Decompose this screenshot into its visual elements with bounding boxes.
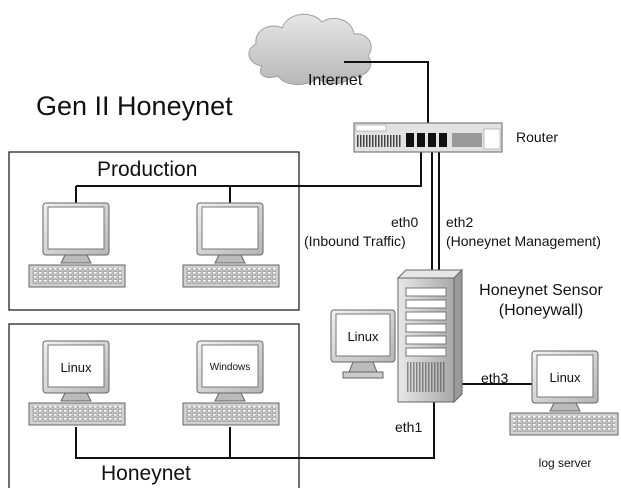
production-box: [8, 151, 300, 311]
honeypot-windows-screen-label: Windows: [209, 362, 251, 373]
management-linux-screen-label: Linux: [347, 329, 379, 344]
internet-cloud-icon: [248, 13, 372, 85]
sensor-label-line1: Honeynet Sensor: [479, 282, 603, 299]
log-server-screen-label: Linux: [549, 370, 581, 385]
eth3-label: eth3: [481, 370, 509, 386]
honeypot-windows-workstation-icon: [182, 340, 280, 426]
eth0-description: (Inbound Traffic): [304, 233, 406, 249]
network-links: [75, 61, 545, 459]
log-server-workstation-icon: [509, 350, 619, 436]
honeypot-linux-screen-label: Linux: [60, 360, 92, 375]
management-linux-monitor-icon: [330, 309, 396, 379]
router-icon: [353, 122, 503, 153]
eth0-label: eth0: [391, 214, 419, 230]
production-workstation-1-icon: [28, 202, 126, 288]
honeynet-box: [8, 323, 300, 488]
eth2-label: eth2: [446, 214, 474, 230]
router-production-link: [230, 152, 422, 187]
production-label: Production: [97, 158, 198, 181]
log-server-label: log server: [538, 456, 592, 470]
honeywall-tower-icon: [396, 268, 464, 404]
production-workstation-2-icon: [182, 202, 280, 288]
eth1-label: eth1: [395, 419, 423, 435]
honeynet-label: Honeynet: [101, 462, 191, 485]
eth1-link: [75, 402, 435, 459]
sensor-label-line2: (Honeywall): [498, 302, 584, 319]
router-label: Router: [516, 129, 559, 145]
internet-router-link: [344, 61, 429, 123]
diagram-title: Gen II Honeynet: [36, 91, 233, 121]
internet-label: Internet: [308, 72, 363, 89]
honeypot-linux-workstation-icon: [28, 340, 126, 426]
eth2-description: (Honeynet Management): [446, 233, 601, 249]
